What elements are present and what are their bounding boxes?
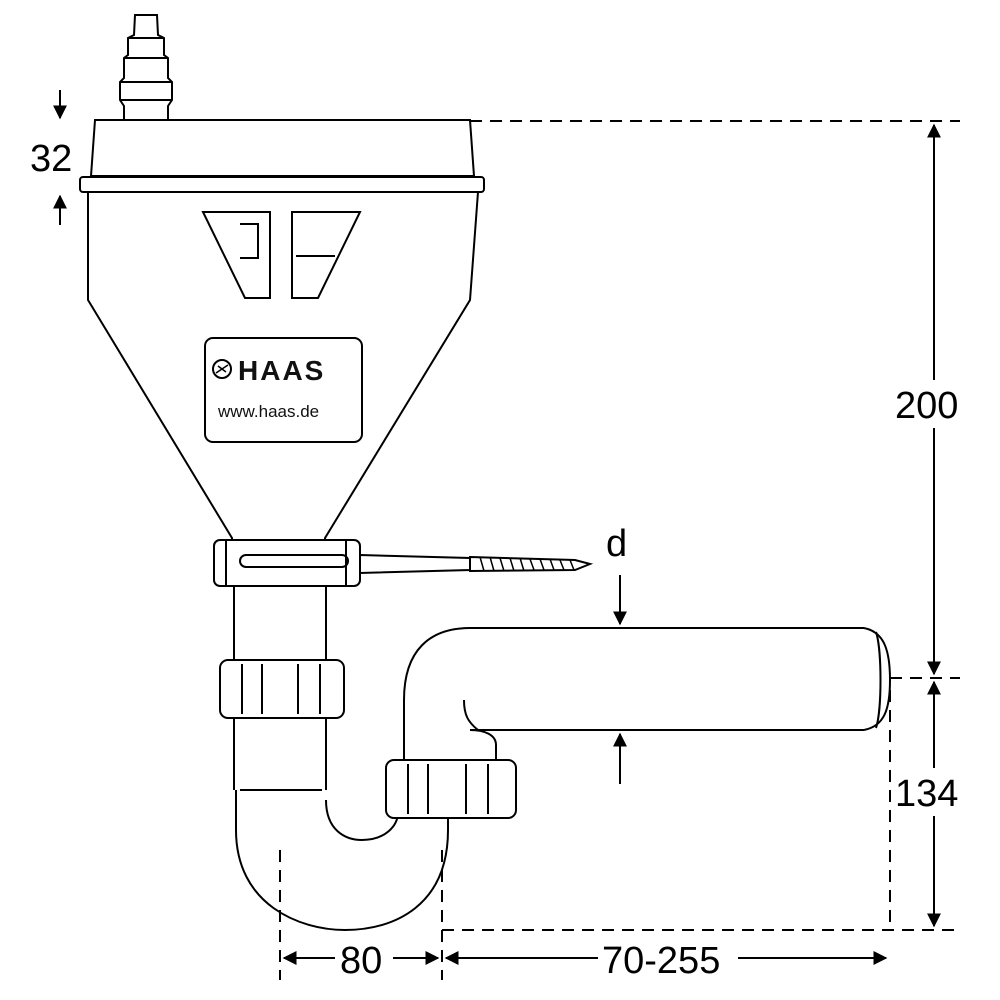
- dim-diameter: d: [606, 523, 627, 565]
- reference-lines: [279, 120, 960, 980]
- brand-url: www.haas.de: [217, 402, 319, 421]
- u-trap: [235, 790, 449, 932]
- outlet-pipe: [403, 627, 892, 760]
- screw-shank: [359, 553, 471, 575]
- dim-trap-width: 80: [340, 940, 382, 982]
- label-plate: [204, 337, 363, 443]
- hose-nozzle: [119, 14, 173, 121]
- haas-logo-icon: [212, 359, 232, 379]
- dim-outlet-height: 134: [895, 773, 958, 815]
- union-nut-lower: [385, 759, 517, 819]
- brand-name: HAAS: [238, 355, 325, 386]
- union-nut-upper: [219, 659, 345, 719]
- inlet-pipe: [233, 586, 327, 791]
- funnel-cap: [79, 119, 485, 193]
- vent-slot-left: [201, 211, 271, 299]
- dim-total-height: 200: [895, 385, 958, 427]
- funnel-body: [87, 191, 479, 560]
- dimension-arrows: [53, 90, 941, 965]
- pipe-clamp: [213, 539, 594, 587]
- dim-outlet-width: 70-255: [602, 940, 720, 982]
- dim-cap-height: 32: [30, 138, 72, 180]
